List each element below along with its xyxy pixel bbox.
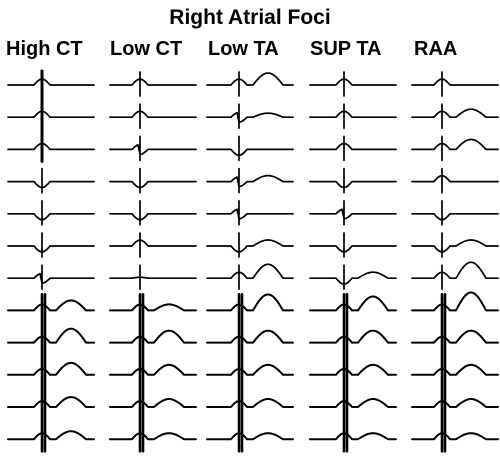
ecg-trace-lead (7, 425, 95, 452)
ecg-trace-lead (309, 232, 397, 258)
ecg-trace-lead (309, 264, 397, 291)
ecg-trace-lead (206, 393, 294, 419)
ecg-trace-lead (109, 360, 197, 387)
ecg-spike-band (40, 293, 47, 453)
ecg-trace-lead (411, 135, 499, 162)
ecg-trace-lead (309, 360, 397, 387)
ecg-trace-lead (206, 135, 294, 162)
ecg-trace-lead (309, 328, 397, 355)
column-header-raa: RAA (414, 38, 458, 60)
trace-column-1 (109, 71, 197, 453)
ecg-trace-lead (309, 295, 397, 323)
ecg-trace-lead (7, 296, 95, 323)
ecg-trace-lead (206, 199, 294, 226)
ecg-trace-lead (7, 360, 95, 387)
ecg-trace-lead (109, 328, 197, 355)
ecg-spike-band (138, 293, 145, 453)
ecg-spike-band (237, 293, 244, 453)
ecg-trace-lead (206, 263, 294, 291)
ecg-trace-lead (7, 167, 95, 194)
ecg-trace-lead (109, 71, 197, 97)
column-header-low-ta: Low TA (208, 38, 279, 60)
ecg-trace-lead (309, 425, 397, 452)
ecg-trace-lead (7, 393, 95, 419)
ecg-trace-lead (411, 291, 499, 323)
ecg-trace-lead (206, 425, 294, 452)
ecg-trace-lead (7, 199, 95, 226)
ecg-spike-band (440, 293, 447, 453)
ecg-trace-lead (7, 327, 95, 355)
ecg-trace-lead (309, 71, 397, 97)
ecg-trace-lead (109, 296, 197, 323)
figure-title: Right Atrial Foci (169, 6, 331, 29)
ecg-trace-lead (411, 393, 499, 419)
column-header-sup-ta: SUP TA (310, 38, 382, 60)
trace-column-2 (206, 71, 294, 453)
ecg-trace-lead (206, 328, 294, 355)
ecg-trace-lead (109, 199, 197, 226)
ecg-trace-lead (206, 71, 294, 97)
trace-column-3 (309, 71, 397, 453)
column-header-low-ct: Low CT (110, 38, 183, 60)
ecg-trace-lead (206, 103, 294, 130)
ecg-trace-lead (206, 360, 294, 387)
column-header-high-ct: High CT (6, 38, 83, 60)
ecg-trace-lead (109, 393, 197, 419)
ecg-trace-lead (7, 135, 95, 162)
ecg-trace-lead (7, 71, 95, 97)
ecg-trace-lead (411, 167, 499, 194)
ecg-trace-lead (109, 167, 197, 194)
ecg-trace-lead (411, 328, 499, 355)
ecg-trace-lead (109, 425, 197, 452)
ecg-trace-lead (309, 167, 397, 194)
ecg-trace-lead (206, 167, 294, 194)
ecg-trace-lead (309, 393, 397, 419)
ecg-trace-lead (411, 360, 499, 387)
ecg-trace-lead (109, 264, 197, 291)
ecg-trace-lead (7, 264, 95, 291)
ecg-trace-lead (411, 199, 499, 226)
ecg-trace-lead (309, 135, 397, 162)
ecg-trace-lead (109, 135, 197, 162)
ecg-trace-lead (411, 71, 499, 97)
ecg-trace-lead (7, 232, 95, 258)
ecg-trace-lead (206, 232, 294, 258)
ecg-spike-band (342, 293, 349, 453)
ecg-trace-lead (411, 103, 499, 130)
ecg-trace-lead (309, 103, 397, 130)
ecg-trace-lead (109, 232, 197, 258)
trace-column-4 (411, 71, 499, 453)
ecg-trace-lead (109, 103, 197, 130)
ecg-trace-lead (411, 232, 499, 258)
ecg-trace-lead (206, 293, 294, 323)
ecg-trace-lead (411, 425, 499, 452)
ecg-trace-lead (411, 261, 499, 291)
ecg-trace-lead (309, 199, 397, 226)
ecg-trace-lead (7, 103, 95, 130)
trace-column-0 (7, 69, 95, 453)
